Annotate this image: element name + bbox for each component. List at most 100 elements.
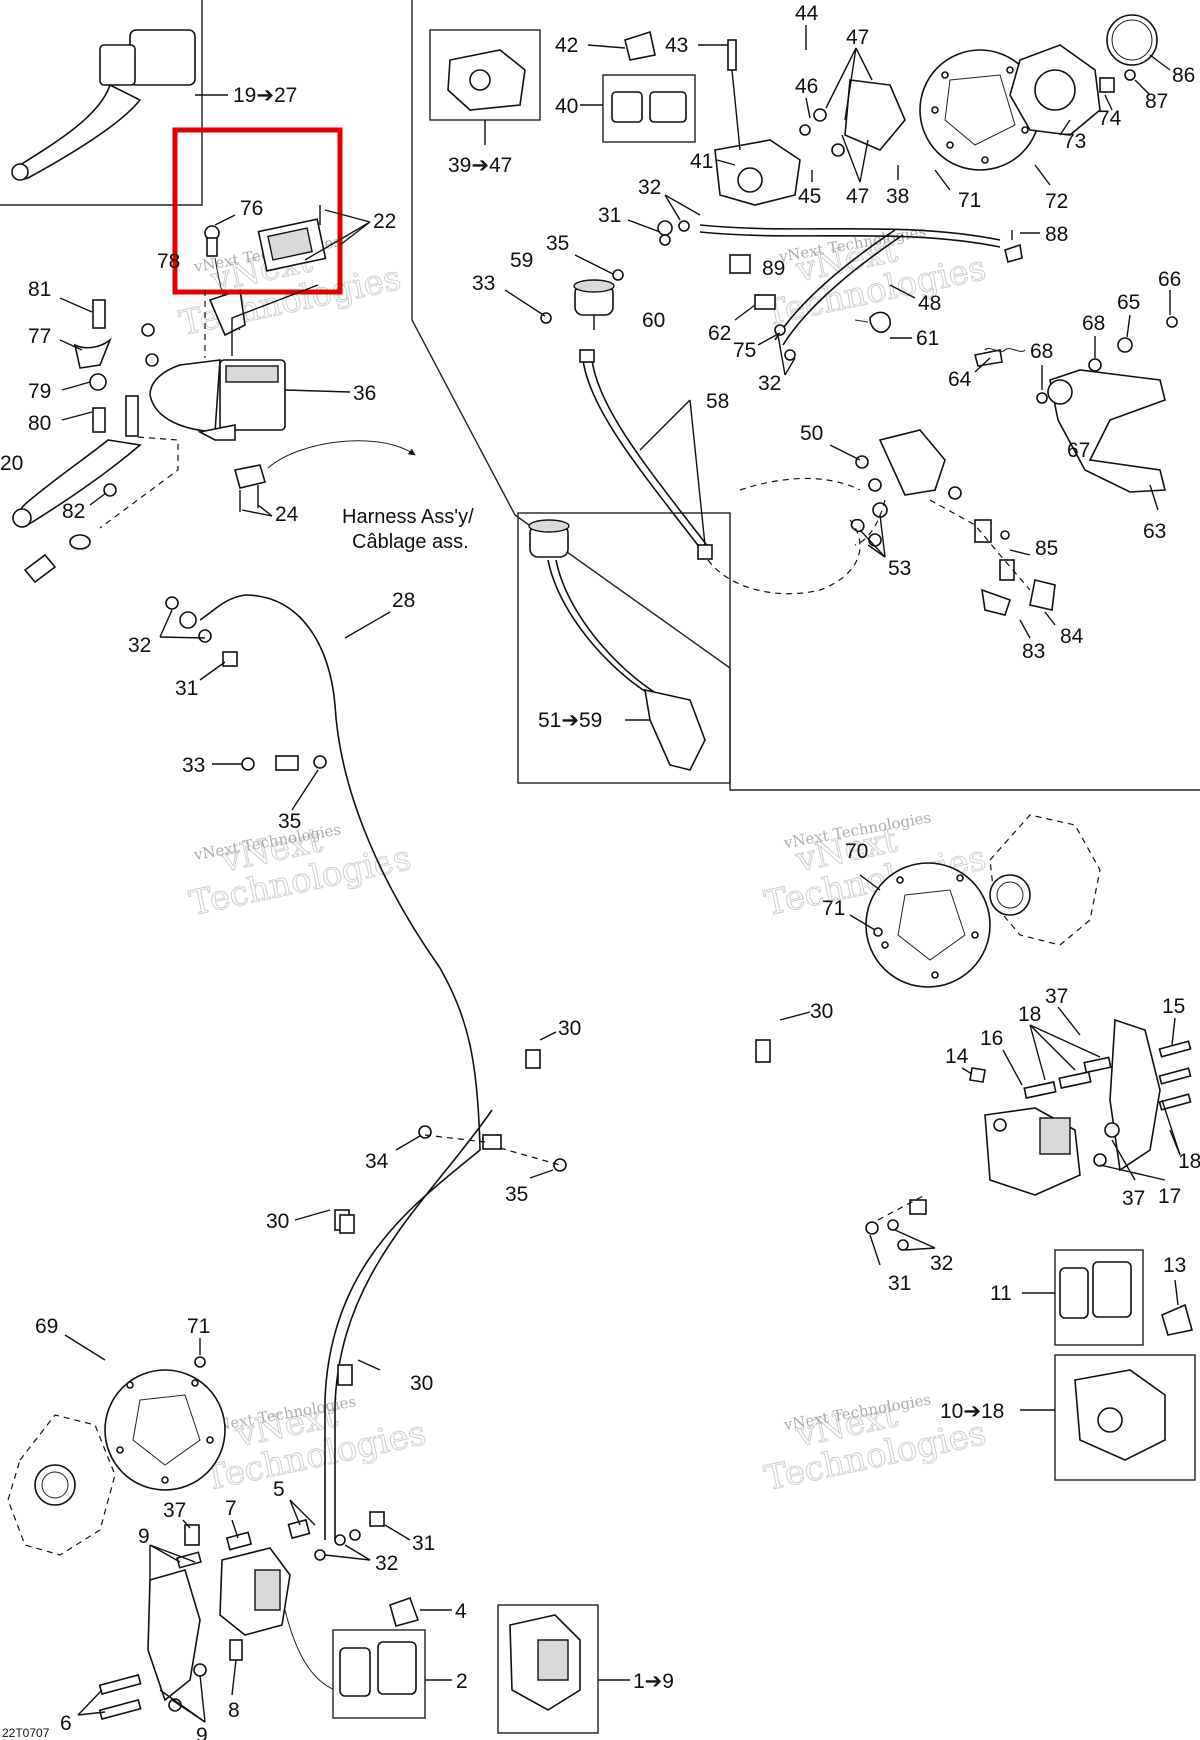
callout-41: 41	[690, 150, 736, 173]
svg-text:62: 62	[708, 322, 731, 345]
callout-75: 75	[733, 332, 781, 362]
callout-53: 53	[859, 514, 911, 580]
front-left-caliper	[98, 1511, 420, 1720]
callout-62: 62	[708, 304, 756, 345]
callout-71-mid: 71	[822, 897, 876, 931]
callout-30-d: 30	[357, 1359, 433, 1395]
svg-text:87: 87	[1145, 90, 1168, 113]
caliper-inset-39-47: 39➔47	[429, 29, 541, 177]
svg-text:1➔9: 1➔9	[633, 1670, 674, 1693]
svg-text:8: 8	[228, 1699, 240, 1722]
svg-text:2: 2	[456, 1670, 468, 1693]
callout-87: 87	[1134, 79, 1168, 113]
svg-text:15: 15	[1162, 995, 1185, 1018]
callout-60: 60	[642, 309, 665, 332]
callout-48: 48	[889, 284, 941, 315]
callout-33-top: 33	[472, 272, 546, 317]
callout-30-c: 30	[266, 1209, 355, 1234]
callout-42: 42	[555, 34, 626, 57]
svg-text:43: 43	[665, 34, 688, 57]
callout-20: 20	[0, 452, 23, 475]
svg-text:30: 30	[558, 1017, 581, 1040]
svg-text:31: 31	[598, 204, 621, 227]
callout-34: 34	[365, 1135, 421, 1173]
svg-text:9: 9	[196, 1724, 208, 1740]
callout-14: 14	[945, 1045, 973, 1075]
svg-text:38: 38	[886, 185, 909, 208]
svg-text:45: 45	[798, 185, 821, 208]
svg-text:69: 69	[35, 1315, 58, 1338]
svg-text:11: 11	[990, 1282, 1012, 1305]
callout-35-left: 35	[278, 769, 319, 833]
rear-hose-58	[579, 349, 861, 595]
svg-text:50: 50	[800, 422, 823, 445]
callout-18-top: 18	[1018, 1003, 1101, 1081]
callout-32-bottom: 32	[324, 1544, 398, 1575]
svg-text:79: 79	[28, 380, 51, 403]
callout-31-top: 31	[598, 204, 661, 233]
callout-69: 69	[35, 1315, 106, 1361]
svg-text:41: 41	[690, 150, 713, 173]
svg-text:74: 74	[1098, 107, 1122, 130]
callout-74: 74	[1098, 94, 1122, 130]
svg-text:7: 7	[225, 1497, 237, 1520]
callout-65: 65	[1117, 291, 1140, 338]
callout-28: 28	[344, 589, 415, 639]
svg-text:31: 31	[888, 1272, 911, 1295]
callout-32-mid-right: 32	[894, 1229, 953, 1275]
frame-rear-brake-section	[411, 0, 1200, 791]
callout-47-bottom: 47	[841, 134, 869, 208]
rear-master-cylinder	[739, 429, 1056, 616]
callout-38: 38	[886, 165, 909, 208]
svg-text:32: 32	[930, 1252, 953, 1275]
svg-text:71: 71	[822, 897, 845, 920]
callout-66: 66	[1158, 268, 1181, 315]
watermark-bottom-left: vNext Technologies	[201, 1395, 430, 1500]
callout-78: 78	[157, 250, 180, 273]
callout-84: 84	[1044, 611, 1084, 648]
callout-59: 59	[510, 249, 533, 272]
svg-text:31: 31	[175, 677, 198, 700]
caliper-inset-10-18: 10➔18	[940, 1354, 1196, 1481]
callout-68-right: 68	[1082, 312, 1105, 358]
svg-text:18: 18	[1178, 1150, 1200, 1173]
svg-text:42: 42	[555, 34, 578, 57]
callout-80: 80	[28, 411, 93, 435]
callout-72: 72	[1034, 164, 1068, 213]
callout-44: 44	[795, 2, 819, 50]
callout-61: 61	[890, 327, 939, 350]
callout-8: 8	[228, 1659, 240, 1722]
svg-text:24: 24	[275, 503, 299, 526]
svg-text:53: 53	[888, 557, 911, 580]
svg-text:68: 68	[1082, 312, 1105, 335]
svg-text:32: 32	[638, 176, 661, 199]
callout-30-b: 30	[779, 1000, 833, 1023]
rear-brake-lines	[657, 220, 1003, 367]
callout-9-top: 9	[138, 1525, 196, 1580]
callout-40: 40	[555, 95, 578, 118]
pad-inset-11: 11	[990, 1249, 1144, 1346]
callout-37-bottom-left: 37	[163, 1499, 191, 1529]
svg-text:36: 36	[353, 382, 376, 405]
svg-text:30: 30	[266, 1210, 289, 1233]
callout-82: 82	[62, 492, 107, 523]
svg-text:44: 44	[795, 2, 819, 25]
section-frames	[0, 0, 1200, 791]
callout-43: 43	[665, 34, 728, 57]
callout-89: 89	[762, 257, 785, 280]
callout-79: 79	[28, 380, 91, 403]
svg-text:30: 30	[410, 1372, 433, 1395]
callout-71-top: 71	[934, 169, 981, 212]
svg-text:5: 5	[273, 1478, 285, 1501]
svg-text:82: 82	[62, 500, 85, 523]
drawing-code: 22T0707	[2, 1726, 50, 1740]
callout-76: 76	[214, 197, 263, 226]
svg-text:13: 13	[1163, 1254, 1186, 1277]
svg-text:88: 88	[1045, 223, 1068, 246]
frame-master-cylinder-inset	[0, 0, 203, 206]
svg-text:32: 32	[128, 634, 151, 657]
svg-text:66: 66	[1158, 268, 1181, 291]
frame-rear-master-inset	[517, 512, 731, 784]
caliper-inset-1-9: 1➔9	[497, 1604, 674, 1734]
brake-pedal	[984, 316, 1178, 493]
